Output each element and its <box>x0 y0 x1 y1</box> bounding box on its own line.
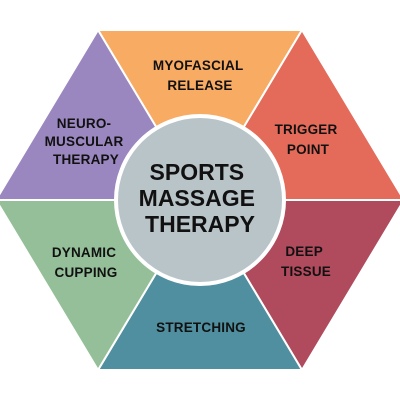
label-myofascial-release: MYOFASCIAL RELEASE <box>153 58 247 93</box>
label-neuro-muscular-therapy-line-3: THERAPY <box>53 152 119 167</box>
label-stretching: STRETCHING <box>156 320 246 335</box>
center-title-line-3: THERAPY <box>145 211 255 237</box>
label-trigger-point-line-1: TRIGGER <box>275 122 338 137</box>
center-title: SPORTS MASSAGE THERAPY <box>139 159 262 237</box>
label-neuro-muscular-therapy-line-1: NEURO- <box>57 116 111 131</box>
label-neuro-muscular-therapy-line-2: MUSCULAR <box>45 134 124 149</box>
label-myofascial-release-line-2: RELEASE <box>167 78 232 93</box>
center-circle <box>114 114 286 286</box>
label-dynamic-cupping-line-2: CUPPING <box>55 265 118 280</box>
label-deep-tissue-line-1: DEEP <box>285 244 322 259</box>
label-dynamic-cupping-line-1: DYNAMIC <box>52 245 116 260</box>
labels-layer: MYOFASCIAL RELEASE TRIGGER POINT DEEP TI… <box>45 58 342 335</box>
center-title-line-2: MASSAGE <box>139 185 255 211</box>
center-hub: SPORTS MASSAGE THERAPY <box>114 114 286 286</box>
label-stretching-line-1: STRETCHING <box>156 320 246 335</box>
label-trigger-point: TRIGGER POINT <box>275 122 342 157</box>
label-neuro-muscular-therapy: NEURO- MUSCULAR THERAPY <box>45 116 128 167</box>
label-dynamic-cupping: DYNAMIC CUPPING <box>52 245 120 280</box>
center-title-line-1: SPORTS <box>150 159 245 185</box>
label-deep-tissue: DEEP TISSUE <box>281 244 331 279</box>
label-trigger-point-line-2: POINT <box>287 142 330 157</box>
label-deep-tissue-line-2: TISSUE <box>281 264 331 279</box>
label-myofascial-release-line-1: MYOFASCIAL <box>153 58 243 73</box>
